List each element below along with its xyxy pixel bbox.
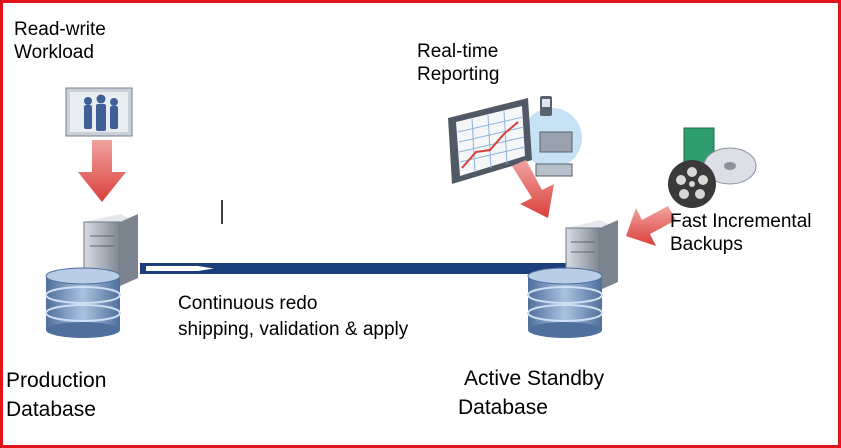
workload-arrow (78, 140, 126, 202)
workload-label: Read-write Workload (14, 18, 106, 64)
production-label-line-1: Production (6, 369, 107, 392)
production-database-icon (45, 267, 121, 338)
redo-label-line-2: shipping, validation & apply (178, 319, 409, 340)
reporting-label-line-1: Real-time (417, 41, 499, 62)
backups-label-line-2: Backups (670, 234, 743, 255)
workload-label-line-2: Workload (14, 42, 94, 63)
standby-label-line-1: Active Standby (464, 367, 605, 390)
workload-label-line-1: Read-write (14, 19, 106, 40)
backups-arrow (626, 206, 676, 246)
redo-label-line-1: Continuous redo (178, 293, 318, 314)
reporting-arrow (512, 160, 554, 218)
standby-label: Active Standby Database (458, 364, 604, 422)
reporting-label: Real-time Reporting (417, 40, 499, 86)
redo-label: Continuous redo shipping, validation & a… (178, 291, 408, 343)
standby-database-icon (527, 267, 603, 338)
people-workload-icon (65, 87, 133, 137)
backups-label-line-1: Fast Incremental (670, 211, 812, 232)
production-label: Production Database (6, 366, 106, 424)
monitor-chart-icon (448, 96, 582, 184)
backups-label: Fast Incremental Backups (670, 210, 812, 256)
production-label-line-2: Database (6, 398, 96, 421)
redo-shipping-link (140, 263, 570, 274)
tape-disk-backup-icon (668, 127, 757, 208)
standby-label-line-2: Database (458, 396, 548, 419)
reporting-label-line-2: Reporting (417, 64, 500, 85)
